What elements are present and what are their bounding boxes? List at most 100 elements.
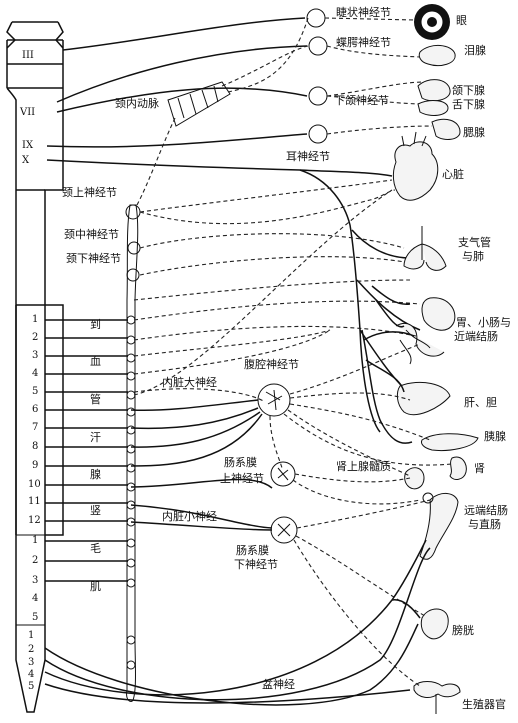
lungs-illustration — [403, 226, 447, 271]
thoracic-5: 5 — [32, 386, 38, 397]
cord-word-5: 腺 — [90, 467, 101, 481]
cranial-parasympathetic-fibers — [46, 17, 421, 433]
liver-illustration — [396, 381, 451, 416]
lumbar-1: 1 — [32, 535, 38, 546]
kidney-label: 肾 — [474, 462, 485, 475]
heart-illustration — [392, 131, 439, 201]
salivary-glands-illustration — [417, 79, 461, 140]
liver-label: 肝、胆 — [464, 396, 497, 409]
otic-ganglion-label: 耳神经节 — [286, 149, 330, 163]
thoracic-12: 12 — [28, 515, 41, 526]
cord-word-4: 汗 — [90, 431, 101, 444]
pterygopalatine-ganglion-node — [308, 36, 328, 56]
lungs-label-line1: 支气管 — [458, 235, 491, 249]
genital-organs-label: 生殖器官 — [462, 697, 506, 711]
thoracic-9: 9 — [32, 460, 38, 471]
lumbar-5: 5 — [32, 612, 38, 623]
superior-mesenteric-label-line1: 肠系膜 — [224, 456, 257, 469]
lesser-splanchnic-label: 内脏小神经 — [162, 509, 217, 523]
lungs-label-line2: 与肺 — [462, 250, 484, 263]
thoracic-11: 11 — [28, 496, 41, 507]
vagus-visceral-fibers — [361, 285, 415, 444]
lacrimal-gland-illustration — [418, 45, 456, 67]
lumbar-2: 2 — [32, 555, 38, 566]
bladder-illustration — [420, 608, 449, 640]
cord-word-2: 血 — [90, 354, 101, 368]
cranial-nerve-iii-label: III — [22, 50, 34, 61]
inferior-cervical-ganglion-label: 颈下神经节 — [66, 251, 121, 265]
internal-carotid-artery-label: 颈内动脉 — [115, 96, 159, 110]
cranial-nerve-x-label: X — [22, 155, 30, 166]
spinal-cord-column — [6, 21, 64, 713]
thoracic-1: 1 — [32, 314, 38, 325]
sacral-3: 3 — [28, 657, 34, 668]
thoracic-3: 3 — [32, 350, 38, 361]
lumbar-segment-labels: 1 2 3 4 5 — [32, 535, 38, 623]
submandibular-ganglion-node — [308, 86, 328, 106]
distal-colon-label-line2: 与直肠 — [468, 517, 501, 531]
cranial-ganglia — [306, 8, 328, 144]
parotid-gland-label: 腮腺 — [463, 125, 485, 139]
eye-illustration — [414, 4, 450, 40]
cord-word-6: 竖 — [90, 504, 101, 517]
cord-word-3: 管 — [90, 392, 101, 406]
inferior-cervical-ganglion-node — [126, 268, 140, 282]
thoracic-2: 2 — [32, 332, 38, 343]
thoracic-6: 6 — [32, 404, 38, 415]
inferior-mesenteric-ganglion-node — [270, 516, 298, 544]
sympathetic-trunk — [125, 204, 141, 703]
pancreas-label: 胰腺 — [484, 429, 506, 443]
distal-colon-illustration — [419, 492, 459, 560]
sublingual-gland-label: 舌下腺 — [452, 97, 485, 111]
sympathetic-postganglionic-fibers — [133, 179, 421, 403]
cord-word-1: 到 — [90, 318, 101, 331]
lumbar-4: 4 — [32, 593, 38, 604]
sacral-5: 5 — [28, 681, 34, 692]
stomach-intestine-illustration — [395, 297, 456, 365]
kidney-illustration — [404, 456, 467, 490]
adrenal-medulla-label: 肾上腺髓质 — [336, 459, 391, 473]
lacrimal-gland-label: 泪腺 — [464, 43, 486, 57]
celiac-ganglion-label: 腹腔神经节 — [244, 357, 299, 371]
thoracic-segment-labels: 1 2 3 4 5 6 7 8 9 10 11 12 — [28, 314, 41, 526]
splanchnic-nerves — [130, 399, 273, 531]
stomach-label-line1: 胃、小肠与 — [456, 316, 511, 329]
pelvic-nerve — [44, 539, 431, 706]
submandibular-gland-label: 颌下腺 — [452, 83, 485, 97]
inferior-mesenteric-label-line2: 下神经节 — [234, 557, 278, 571]
cranial-nerve-ix-label: IX — [22, 140, 34, 151]
superior-cervical-ganglion-label: 颈上神经节 — [62, 185, 117, 199]
heart-label: 心脏 — [442, 168, 464, 181]
sacral-4: 4 — [28, 669, 34, 680]
sacral-1: 1 — [28, 630, 34, 641]
middle-cervical-ganglion-label: 颈中神经节 — [64, 227, 119, 241]
thoracic-4: 4 — [32, 368, 38, 379]
superior-mesenteric-label-line2: 上神经节 — [220, 471, 264, 485]
stomach-label-line2: 近端结肠 — [454, 330, 498, 343]
superior-cervical-ganglion-node — [125, 204, 141, 220]
cord-word-8: 肌 — [90, 580, 101, 593]
cranial-nerve-vii-label: VII — [19, 107, 35, 118]
celiac-ganglion — [257, 383, 291, 417]
bladder-label: 膀胱 — [452, 623, 474, 637]
sacral-2: 2 — [28, 644, 34, 655]
lumbar-3: 3 — [32, 575, 38, 586]
thoracic-10: 10 — [28, 479, 41, 490]
celiac-postganglionic-fibers — [269, 343, 453, 477]
greater-splanchnic-label: 内脏大神经 — [162, 375, 217, 389]
submandibular-ganglion-label: 下颌神经节 — [334, 93, 389, 107]
internal-carotid-artery-illustration — [136, 17, 309, 206]
ciliary-ganglion-node — [306, 8, 326, 28]
cord-word-7: 毛 — [90, 542, 101, 555]
pterygopalatine-ganglion-label: 蝶腭神经节 — [336, 35, 391, 49]
ciliary-ganglion-label: 睫状神经节 — [336, 5, 391, 19]
thoracic-8: 8 — [32, 441, 38, 452]
sacral-segment-labels: 1 2 3 4 5 — [28, 630, 34, 692]
thoracic-7: 7 — [32, 422, 38, 433]
cranial-postganglionic-fibers — [324, 17, 433, 135]
sympathetic-preganglionic-fibers — [45, 319, 128, 582]
pancreas-illustration — [421, 433, 479, 451]
distal-colon-label-line1: 远端结肠 — [464, 504, 508, 517]
genital-organs-illustration — [413, 681, 461, 714]
